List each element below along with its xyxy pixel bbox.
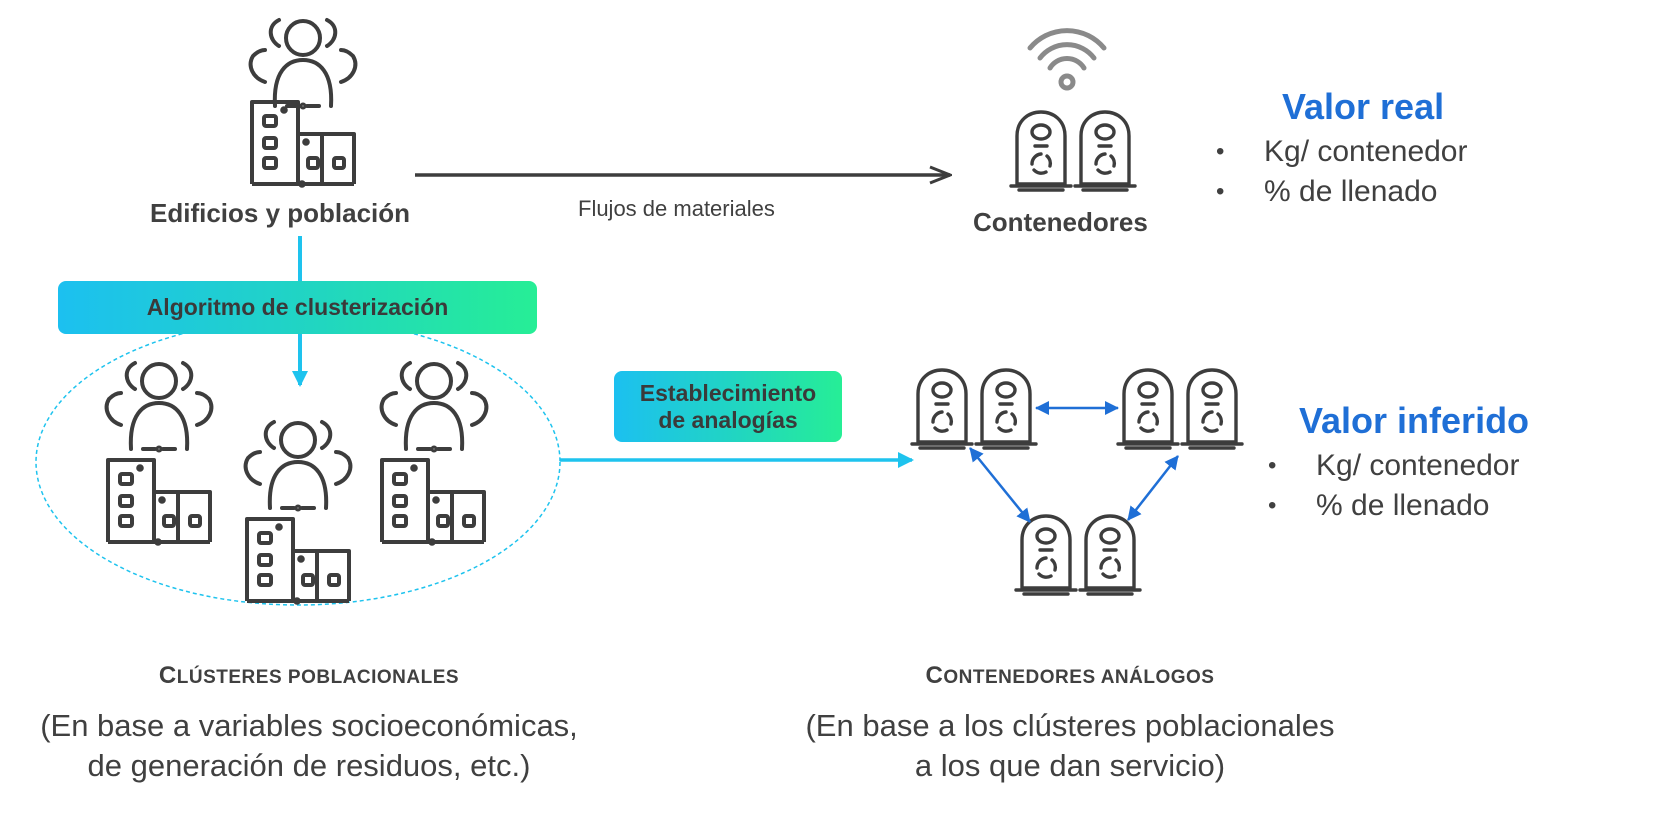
- building-icon: [380, 458, 486, 546]
- right-caption-initial: C: [925, 662, 944, 689]
- left-caption-heading: CLÚSTERES POBLACIONALES: [0, 662, 618, 690]
- recycling-bin-icon: [1011, 112, 1135, 190]
- people-group-icon: [248, 18, 358, 110]
- analogies-pill: Establecimiento de analogías: [614, 371, 842, 442]
- valor-real-title: Valor real: [1282, 86, 1445, 127]
- left-caption-rest: LÚSTERES POBLACIONALES: [176, 667, 460, 688]
- list-item: % de llenado: [1260, 486, 1519, 526]
- valor-inferido-list: Kg/ contenedor % de llenado: [1260, 446, 1519, 526]
- building-icon: [106, 458, 212, 546]
- list-item: % de llenado: [1208, 172, 1467, 212]
- analogy-link-right: [1127, 455, 1179, 521]
- people-group-icon: [243, 420, 353, 512]
- list-item: Kg/ contenedor: [1208, 132, 1467, 172]
- clustering-pill-label: Algoritmo de clusterización: [146, 294, 449, 320]
- left-caption-sub: (En base a variables socioeconómicas, de…: [0, 706, 618, 786]
- left-caption-line2: de generación de residuos, etc.): [87, 748, 531, 783]
- analogies-pill-line2: de analogías: [658, 406, 798, 433]
- clustering-pill: Algoritmo de clusterización: [58, 281, 537, 334]
- recycling-bin-icon: [912, 370, 1036, 448]
- building-icon: [250, 100, 356, 188]
- people-group-icon: [379, 361, 489, 453]
- wifi-icon: [1027, 28, 1107, 91]
- right-caption-line2: a los que dan servicio): [914, 748, 1226, 783]
- analogies-pill-line1: Establecimiento: [639, 379, 817, 406]
- valor-inferido-title: Valor inferido: [1299, 400, 1530, 441]
- source-label: Edificios y población: [150, 198, 411, 228]
- recycling-bin-icon: [1016, 516, 1140, 594]
- right-caption-rest: ONTENEDORES ANÁLOGOS: [943, 667, 1215, 688]
- recycling-bin-icon: [1118, 370, 1242, 448]
- analogy-link-left: [969, 447, 1031, 523]
- left-caption-initial: C: [158, 662, 177, 689]
- flow-label: Flujos de materiales: [578, 196, 775, 221]
- target-label: Contenedores: [973, 207, 1148, 237]
- people-group-icon: [104, 361, 214, 453]
- building-icon: [245, 517, 351, 605]
- right-caption-heading: CONTENEDORES ANÁLOGOS: [770, 662, 1370, 690]
- left-caption-line1: (En base a variables socioeconómicas,: [40, 708, 578, 743]
- right-caption-line1: (En base a los clústeres poblacionales: [805, 708, 1335, 743]
- right-caption-sub: (En base a los clústeres poblacionales a…: [770, 706, 1370, 786]
- valor-real-list: Kg/ contenedor % de llenado: [1208, 132, 1467, 212]
- list-item: Kg/ contenedor: [1260, 446, 1519, 486]
